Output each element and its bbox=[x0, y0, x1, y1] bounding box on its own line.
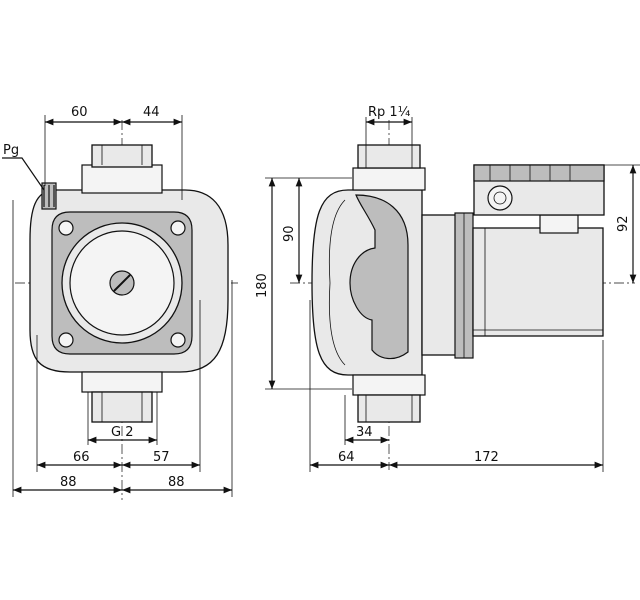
dim-label-rp: Rp 1¼ bbox=[368, 105, 411, 120]
side-adapter bbox=[421, 214, 458, 356]
side-view: Rp 1¼ 180 90 92 34 64 172 bbox=[255, 105, 640, 472]
dim-label-90: 90 bbox=[282, 225, 297, 242]
front-view: Pg 60 44 G 2 66 57 88 88 bbox=[2, 105, 238, 500]
front-top-nozzle bbox=[81, 164, 163, 194]
side-bottom-port bbox=[357, 394, 421, 423]
dim-label-88-right: 88 bbox=[168, 475, 185, 490]
bolt-hole-icon bbox=[170, 332, 186, 348]
dim-label-66: 66 bbox=[73, 450, 90, 465]
dim-label-180: 180 bbox=[255, 273, 270, 298]
side-top-port bbox=[357, 144, 421, 169]
side-casing-contour bbox=[328, 199, 346, 366]
dim-label-44: 44 bbox=[143, 105, 160, 120]
side-cable-gland bbox=[539, 214, 579, 234]
side-motor-body bbox=[472, 227, 604, 337]
dim-label-57: 57 bbox=[153, 450, 170, 465]
vent-plug-slot bbox=[113, 274, 131, 292]
dim-label-34: 34 bbox=[356, 425, 373, 440]
front-bottom-port bbox=[91, 391, 153, 423]
side-bottom-nozzle bbox=[352, 374, 426, 396]
side-top-nozzle bbox=[352, 167, 426, 191]
pg-label: Pg bbox=[3, 143, 19, 158]
dim-label-88-left: 88 bbox=[60, 475, 77, 490]
dim-label-64: 64 bbox=[338, 450, 355, 465]
pg-leader-line bbox=[2, 157, 45, 191]
side-terminal-lid bbox=[473, 164, 605, 182]
speed-knob-center bbox=[493, 191, 507, 205]
dim-label-172: 172 bbox=[474, 450, 499, 465]
dim-label-g2: G 2 bbox=[111, 425, 133, 440]
speed-knob-icon bbox=[487, 185, 513, 211]
bolt-hole-icon bbox=[58, 332, 74, 348]
dim-label-92: 92 bbox=[616, 215, 631, 232]
front-top-port bbox=[91, 144, 153, 168]
front-bottom-nozzle bbox=[81, 371, 163, 393]
dim-label-60: 60 bbox=[71, 105, 88, 120]
bolt-hole-icon bbox=[58, 220, 74, 236]
side-volute bbox=[349, 194, 409, 360]
bolt-hole-icon bbox=[170, 220, 186, 236]
